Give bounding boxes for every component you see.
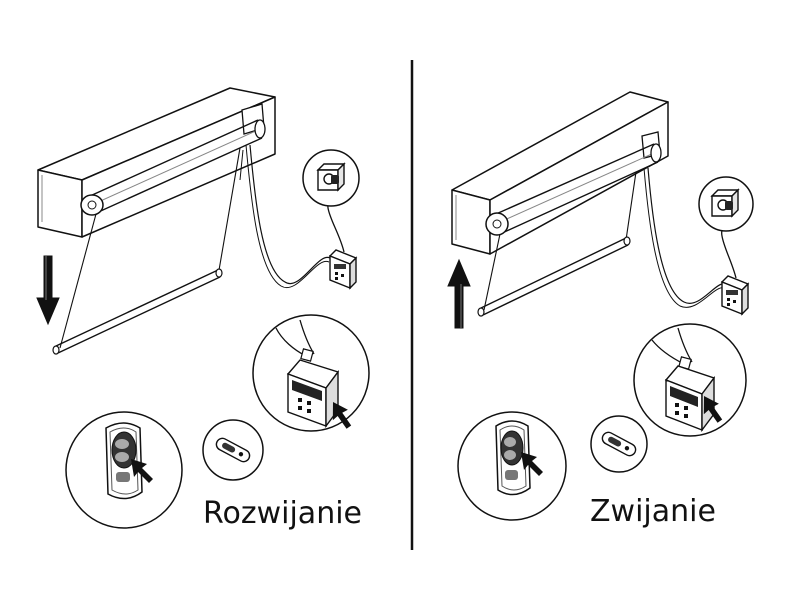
caption-roll-up: Zwijanie (590, 494, 716, 529)
roller-tube (486, 144, 661, 235)
bottom-bar (53, 269, 222, 354)
motor-cable (648, 168, 726, 303)
caption-unroll: Rozwijanie (203, 496, 362, 531)
wall-mount-box (38, 88, 275, 237)
arrow-up-icon (447, 259, 471, 329)
panel-roll-up (447, 92, 753, 520)
arrow-down-icon (36, 255, 60, 325)
control-box-icon (721, 275, 749, 315)
control-box-detail-inset (253, 315, 369, 431)
motor-cable (250, 145, 330, 284)
small-remote-inset (591, 416, 647, 472)
control-box-icon (329, 249, 357, 289)
remote-detail-inset (66, 412, 182, 528)
control-box-detail-inset (634, 324, 746, 436)
remote-detail-inset (458, 412, 566, 520)
wall-mount-box (452, 92, 668, 254)
wall-socket-icon (711, 189, 739, 217)
blind-fabric (60, 148, 243, 348)
roller-tube (81, 120, 265, 215)
wall-socket-icon (317, 163, 345, 191)
small-remote-inset (203, 420, 263, 480)
blind-fabric (484, 172, 636, 310)
panel-unroll (36, 88, 369, 528)
bottom-bar (478, 237, 630, 316)
